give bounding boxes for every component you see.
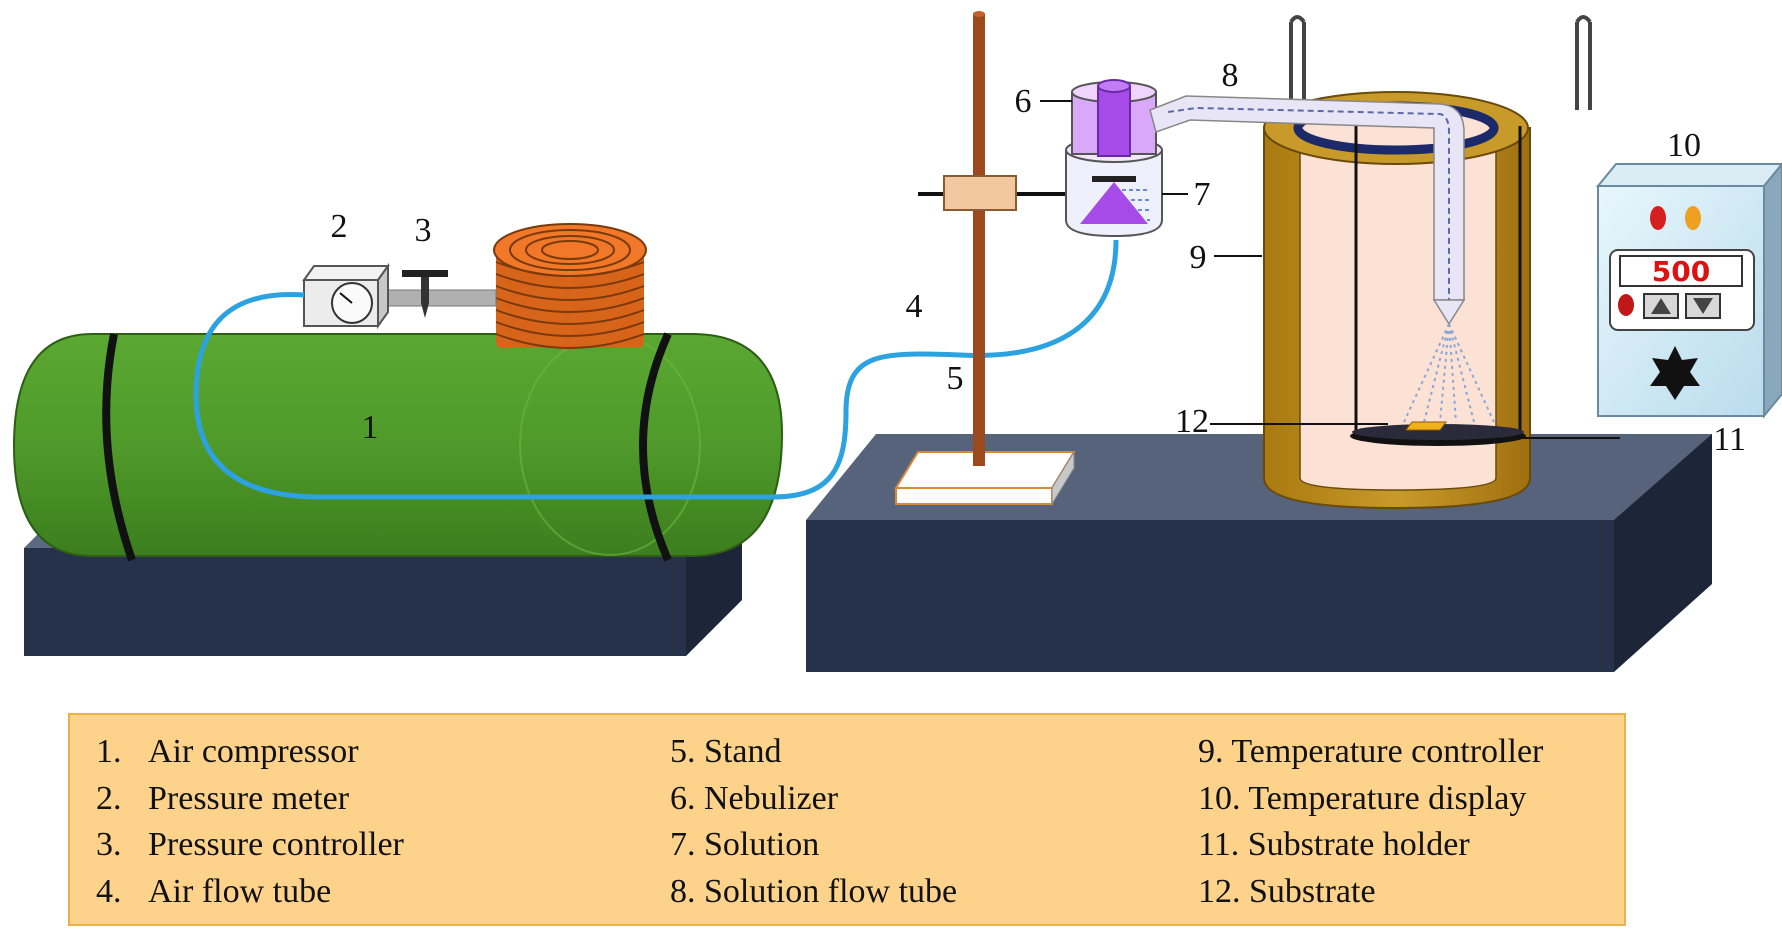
spray-pyrolysis-setup-diagram: 500 1 2 3 4 5 6 7 8 9 10 11 12 (12, 11, 1782, 672)
air-compressor (12, 332, 784, 562)
pressure-meter (302, 262, 390, 330)
legend-item: 8. Solution flow tube (670, 872, 958, 910)
air-flow-tube (193, 239, 1119, 500)
connecting-pipe (383, 289, 497, 307)
power-indicator (1618, 294, 1634, 316)
label-12: 12 (1175, 403, 1209, 440)
label-4: 4 (906, 288, 923, 325)
label-2: 2 (331, 208, 348, 245)
label-1: 1 (362, 409, 379, 446)
legend-item: 4.Air flow tube (96, 872, 332, 910)
legend-item: 2.Pressure meter (96, 779, 350, 817)
label-6: 6 (1015, 83, 1032, 120)
legend-column-1: 1.Air compressor 2.Pressure meter 3.Pres… (96, 729, 404, 915)
legend-item: 6. Nebulizer (670, 779, 839, 817)
red-indicator-light (1650, 206, 1666, 230)
label-3: 3 (415, 212, 432, 249)
label-5: 5 (947, 360, 964, 397)
number-labels: 1 2 3 4 5 6 7 8 9 10 11 12 (331, 57, 1747, 458)
solution-flow-tube (1149, 95, 1466, 326)
legend-item: 9. Temperature controller (1198, 733, 1544, 770)
nebulizer (1071, 79, 1157, 157)
control-knob[interactable] (1650, 346, 1700, 400)
legend-item: 10. Temperature display (1198, 779, 1527, 817)
display-reading: 500 (1652, 255, 1710, 288)
legend-item: 11. Substrate holder (1198, 826, 1470, 863)
amber-indicator-light (1685, 206, 1701, 230)
legend-column-3: 9. Temperature controller 10. Temperatur… (1198, 729, 1543, 915)
label-8: 8 (1222, 57, 1239, 94)
coil (493, 223, 647, 349)
temperature-display: 500 (1595, 162, 1782, 419)
legend-box: 1.Air compressor 2.Pressure meter 3.Pres… (68, 713, 1626, 926)
substrate (1405, 421, 1447, 431)
legend-item: 3.Pressure controller (96, 826, 404, 863)
label-10: 10 (1667, 127, 1701, 164)
legend-item: 1.Air compressor (96, 733, 359, 770)
label-7: 7 (1194, 176, 1211, 213)
label-9: 9 (1190, 239, 1207, 276)
legend-column-2: 5. Stand 6. Nebulizer 7. Solution 8. Sol… (670, 729, 957, 915)
leader-lines (1040, 100, 1620, 439)
pressure-controller (402, 270, 448, 318)
spray (1403, 323, 1495, 423)
legend-item: 12. Substrate (1198, 872, 1376, 910)
legend-item: 5. Stand (670, 733, 782, 770)
stand (894, 11, 1076, 506)
label-11: 11 (1713, 421, 1746, 458)
legend-item: 7. Solution (670, 826, 820, 863)
substrate-holder (1350, 424, 1526, 446)
